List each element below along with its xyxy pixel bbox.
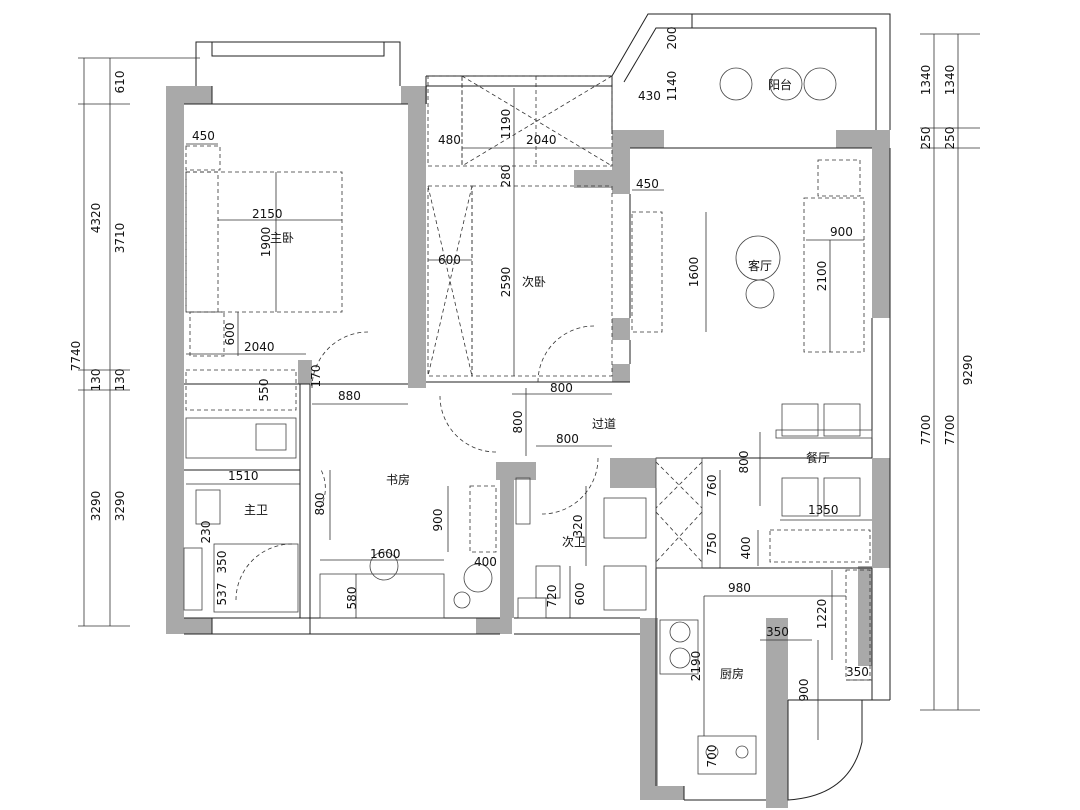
dim-bal-200: 200 <box>665 27 679 50</box>
dim-st-900: 900 <box>431 509 445 532</box>
dim-d-760: 760 <box>705 475 719 498</box>
dim-mb-2150: 2150 <box>252 207 283 221</box>
dim-mb-1900: 1900 <box>259 227 273 258</box>
dim-right-inner-a: 1340 <box>919 65 933 96</box>
dim-right-outer-a: 1340 <box>943 65 957 96</box>
dim-mb-550: 550 <box>257 379 271 402</box>
room-label-corridor: 过道 <box>592 417 616 431</box>
dimension-labels: 7740 4320 130 3290 610 3710 130 3290 134… <box>69 27 975 768</box>
dim-left-outer-bottom: 3290 <box>89 491 103 522</box>
room-label-balcony: 阳台 <box>768 77 792 92</box>
dim-cor-800h: 800 <box>556 432 579 446</box>
dim-lr-900: 900 <box>830 225 853 239</box>
dim-st-400: 400 <box>474 555 497 569</box>
dim-sb-2040: 2040 <box>526 133 557 147</box>
dim-left-outer-top: 4320 <box>89 203 103 234</box>
dim-sbath-600: 600 <box>573 583 587 606</box>
room-label-second-bath: 次卫 <box>562 535 586 549</box>
dim-left-inner-top-b: 3710 <box>113 223 127 254</box>
wall-lines <box>184 13 891 801</box>
room-label-dining: 餐厅 <box>806 450 830 465</box>
dim-left-outer-total: 7740 <box>69 341 83 372</box>
dim-left-inner-top-a: 610 <box>113 71 127 94</box>
dim-right-outer-c: 7700 <box>943 415 957 446</box>
dim-d-1350: 1350 <box>808 503 839 517</box>
room-labels: 主卧 次卧 客厅 阳台 过道 书房 主卫 次卫 餐厅 厨房 <box>244 77 830 681</box>
dim-k-2190: 2190 <box>689 651 703 682</box>
dim-k-350b: 350 <box>846 665 869 679</box>
dim-k-900: 900 <box>797 679 811 702</box>
dimension-lines <box>78 33 980 740</box>
dim-lr-2100: 2100 <box>815 261 829 292</box>
dim-mbath-350: 350 <box>215 551 229 574</box>
walls <box>166 86 890 808</box>
room-label-master-bedroom: 主卧 <box>270 231 294 245</box>
dim-cor-880: 880 <box>338 389 361 403</box>
dim-sbath-320: 320 <box>571 515 585 538</box>
dim-mb-450: 450 <box>192 129 215 143</box>
room-label-second-bedroom: 次卧 <box>522 275 546 289</box>
dim-st-800: 800 <box>313 493 327 516</box>
dim-st-580: 580 <box>345 587 359 610</box>
furniture <box>183 67 873 775</box>
dim-right-inner-c: 7700 <box>919 415 933 446</box>
dim-k-350a: 350 <box>766 625 789 639</box>
dim-right-outer-b: 250 <box>943 127 957 150</box>
dim-right-outer-total: 9290 <box>961 355 975 386</box>
dim-left-outer-mid: 130 <box>89 369 103 392</box>
dim-k-980: 980 <box>728 581 751 595</box>
dim-sb-2590: 2590 <box>499 267 513 298</box>
room-label-master-bath: 主卫 <box>244 503 268 517</box>
room-label-kitchen: 厨房 <box>720 666 744 681</box>
dim-d-400: 400 <box>739 537 753 560</box>
dim-sb-480: 480 <box>438 133 461 147</box>
dim-mb-2040: 2040 <box>244 340 275 354</box>
dim-mbath-230: 230 <box>199 521 213 544</box>
room-label-study: 书房 <box>386 472 410 487</box>
dim-k-700: 700 <box>705 745 719 768</box>
dim-left-inner-mid: 130 <box>113 369 127 392</box>
dim-lr-450: 450 <box>636 177 659 191</box>
room-label-living-room: 客厅 <box>748 258 772 273</box>
dim-mb-170: 170 <box>309 365 323 388</box>
dim-right-inner-b: 250 <box>919 127 933 150</box>
dim-left-inner-bottom: 3290 <box>113 491 127 522</box>
dim-sb-280: 280 <box>499 165 513 188</box>
dim-st-1600: 1600 <box>370 547 401 561</box>
dim-k-1220: 1220 <box>815 599 829 630</box>
dim-lr-1600: 1600 <box>687 257 701 288</box>
dim-cor-800v: 800 <box>511 411 525 434</box>
dim-mbath-537: 537 <box>215 583 229 606</box>
dim-mbath-1510: 1510 <box>228 469 259 483</box>
dim-bal-430: 430 <box>638 89 661 103</box>
dim-d-750: 750 <box>705 533 719 556</box>
dim-sb-800: 800 <box>550 381 573 395</box>
dim-bal-1140: 1140 <box>665 71 679 102</box>
dim-sb-600: 600 <box>438 253 461 267</box>
dim-sbath-720: 720 <box>545 585 559 608</box>
dim-sb-1190: 1190 <box>499 109 513 140</box>
dim-d-800: 800 <box>737 451 751 474</box>
dim-mb-600: 600 <box>223 323 237 346</box>
